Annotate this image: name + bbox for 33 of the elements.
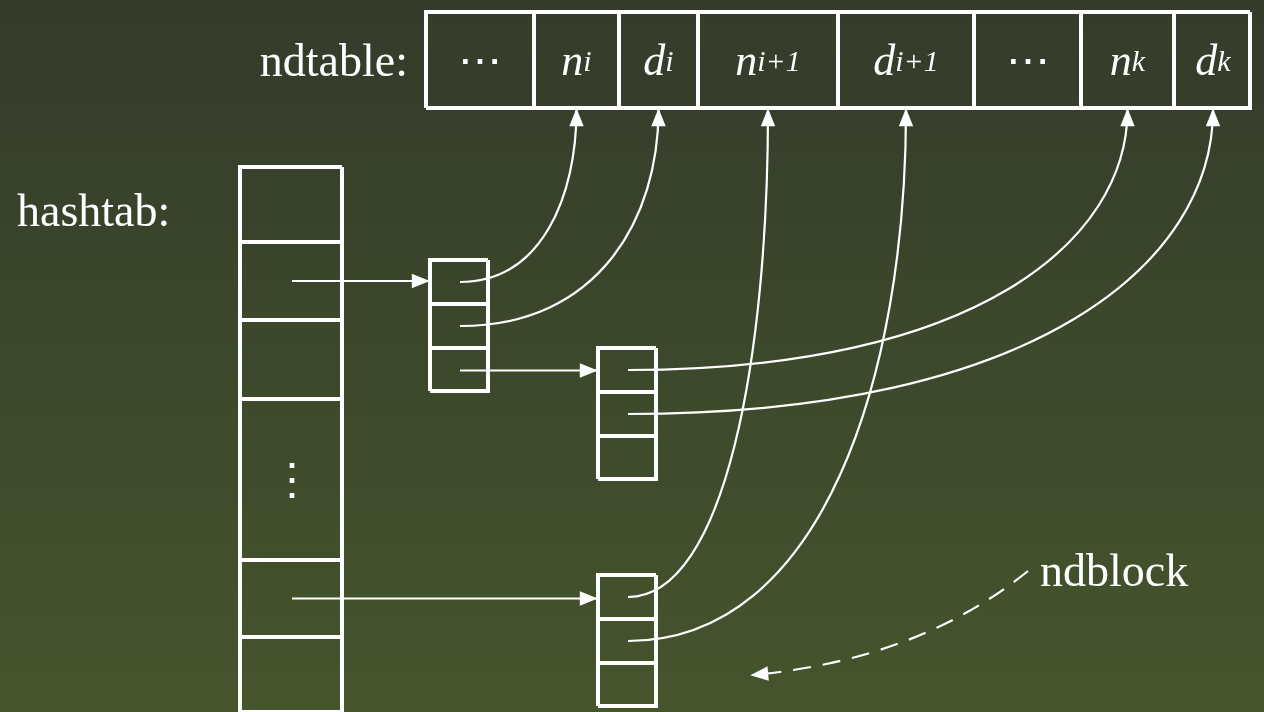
- empty-cell: [598, 619, 658, 663]
- node-block: [428, 258, 488, 391]
- empty-cell: [430, 260, 490, 304]
- empty-cell: [598, 392, 658, 436]
- table-heading: hashtab:: [17, 188, 171, 234]
- dashed-arrow: [750, 570, 1029, 681]
- arrow: [627, 108, 913, 643]
- empty-cell: [240, 320, 344, 399]
- node-block: [596, 346, 656, 479]
- empty-cell: [240, 560, 344, 637]
- empty-cell: [240, 637, 344, 712]
- arrow: [627, 108, 1134, 372]
- table-heading: ndtable:: [259, 38, 408, 84]
- arrow: [627, 108, 1219, 416]
- table-cell: ⋮: [240, 399, 344, 560]
- arrow: [460, 363, 598, 378]
- arrow: [627, 108, 775, 599]
- empty-cell: [430, 348, 490, 393]
- empty-cell: [598, 663, 658, 708]
- node-block: [596, 573, 656, 706]
- arrow: [459, 108, 665, 328]
- empty-cell: [598, 348, 658, 392]
- table-cell: ⋯: [426, 12, 534, 110]
- empty-cell: [430, 304, 490, 348]
- empty-cell: [598, 575, 658, 619]
- arrow: [292, 273, 430, 289]
- empty-cell: [240, 167, 344, 242]
- name-label: ndblock: [1040, 548, 1189, 594]
- arrow: [292, 591, 598, 606]
- arrow: [459, 108, 584, 284]
- empty-cell: [598, 436, 658, 481]
- empty-cell: [240, 242, 344, 320]
- table-cell: ⋯: [974, 12, 1081, 110]
